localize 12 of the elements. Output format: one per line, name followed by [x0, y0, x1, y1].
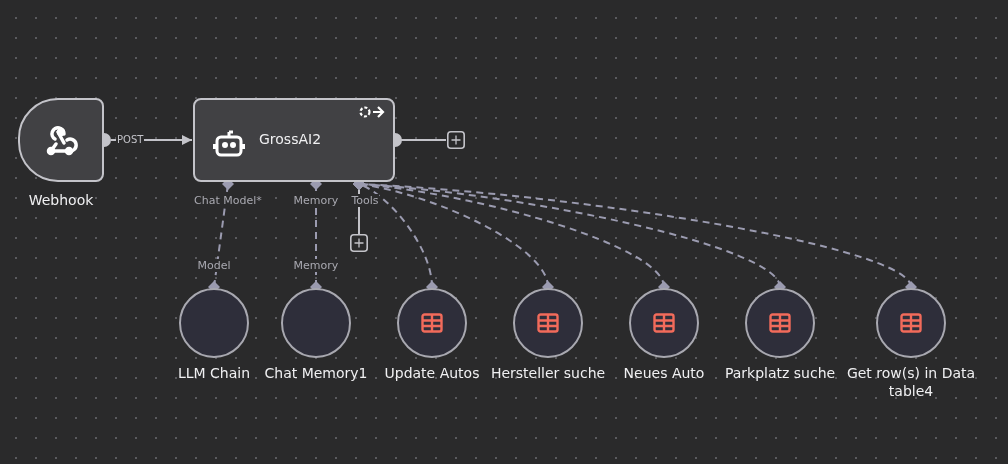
port-label: Memory [293, 259, 339, 272]
node-label: Get row(s) in Data table4 [846, 364, 976, 400]
edge-label: POST [116, 134, 145, 146]
node-label: Parkplatz suche [723, 364, 837, 382]
node-label: Chat Memory1 [263, 364, 369, 382]
node-label: Hersteller suche [489, 364, 607, 382]
node-label: Webhook [27, 191, 95, 209]
port-label: Model [197, 259, 231, 272]
port-label: Tools [351, 194, 379, 207]
port-label: Chat Model* [194, 194, 262, 207]
node-title: GrossAI2 [259, 130, 323, 148]
port-label: Memory [293, 194, 339, 207]
